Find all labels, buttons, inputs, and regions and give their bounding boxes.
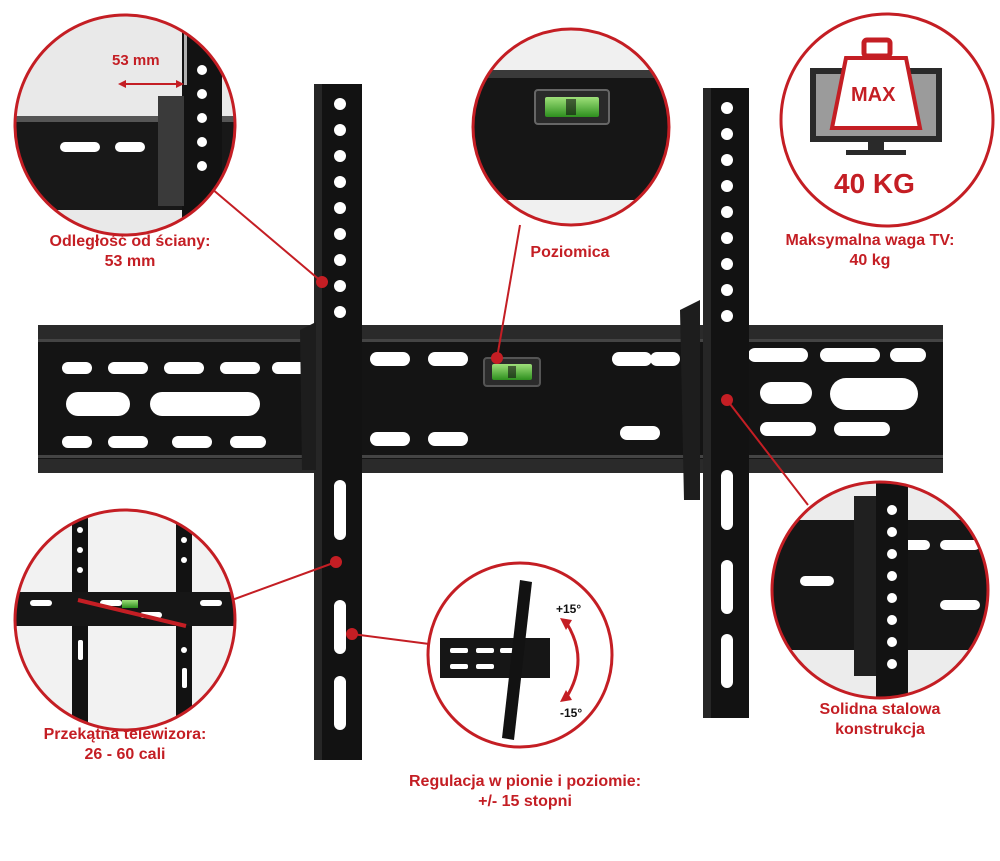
level-label: Poziomica — [490, 243, 650, 263]
steel-value: konstrukcja — [835, 721, 925, 738]
callout-wall-distance-image — [13, 13, 237, 237]
wall-distance-value: 53 mm — [104, 253, 156, 270]
diagonal-label: Przekątna telewizora: 26 - 60 cali — [20, 725, 230, 765]
wall-distance-label: Odległość od ściany: 53 mm — [30, 232, 230, 272]
tilt-value: +/- 15 stopni — [478, 793, 572, 810]
tilt-up-label: +15° — [556, 602, 582, 616]
diagonal-title: Przekątna telewizora: — [43, 726, 207, 743]
callout-max-weight-image — [779, 12, 995, 228]
max-weight-badge-value: 40 KG — [834, 168, 915, 199]
level-title: Poziomica — [530, 244, 610, 261]
steel-label: Solidna stalowa konstrukcja — [790, 700, 970, 740]
callout-level-image — [471, 27, 671, 227]
tilt-label: Regulacja w pionie i poziomie: +/- 15 st… — [380, 772, 670, 812]
dimension-label: 53 mm — [112, 52, 160, 69]
max-weight-label: Maksymalna waga TV: 40 kg — [770, 231, 970, 271]
level-icon — [483, 357, 541, 387]
diagonal-value: 26 - 60 cali — [84, 746, 166, 763]
steel-title: Solidna stalowa — [819, 701, 941, 718]
max-weight-title: Maksymalna waga TV: — [785, 232, 955, 249]
wall-distance-title: Odległość od ściany: — [49, 233, 211, 250]
curved-arrow-icon — [560, 618, 580, 702]
tilt-down-label: -15° — [560, 706, 583, 720]
max-badge-label: MAX — [851, 84, 896, 106]
max-weight-value: 40 kg — [849, 252, 891, 269]
callout-diagonal-image — [13, 508, 237, 732]
tilt-title: Regulacja w pionie i poziomie: — [408, 773, 642, 790]
weight-icon — [829, 37, 923, 130]
callout-tilt-image — [426, 561, 614, 749]
callout-steel-image — [770, 480, 990, 700]
callout-lines — [204, 182, 809, 646]
wall-bracket — [38, 84, 943, 760]
